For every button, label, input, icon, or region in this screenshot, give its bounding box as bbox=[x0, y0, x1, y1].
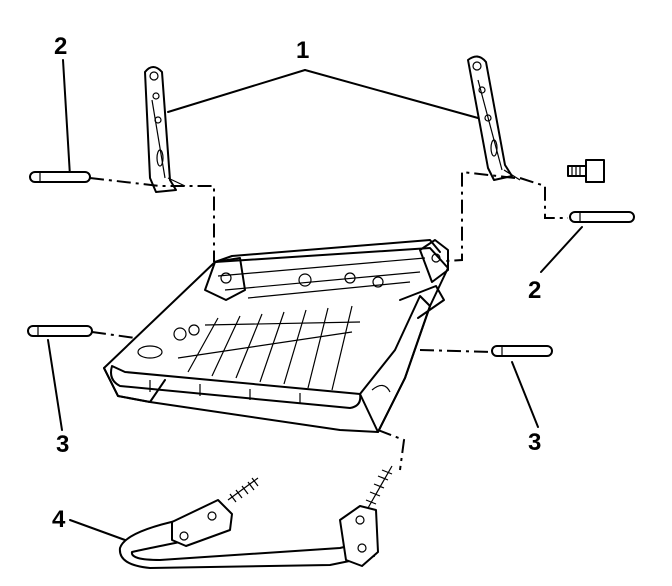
pin-3-left bbox=[27, 325, 93, 337]
leader-2-right bbox=[540, 226, 583, 273]
callout-2-left-label: 2 bbox=[54, 33, 67, 60]
callout-4-label: 4 bbox=[52, 506, 66, 533]
leader-3-left bbox=[47, 339, 63, 431]
right-hinge-bracket bbox=[467, 55, 521, 181]
bolt bbox=[567, 159, 605, 183]
cable-assembly bbox=[118, 465, 393, 569]
callout-2-right-label: 2 bbox=[528, 277, 541, 304]
pin-2-left bbox=[29, 171, 91, 183]
seat-frame bbox=[103, 239, 449, 433]
callout-1-label: 1 bbox=[296, 37, 309, 64]
callout-3-left-label: 3 bbox=[56, 431, 69, 458]
leader-2-left bbox=[62, 59, 71, 177]
pin-2-right bbox=[569, 211, 635, 223]
left-hinge-bracket bbox=[144, 66, 186, 193]
leader-lines bbox=[47, 59, 583, 541]
leader-1-left bbox=[167, 69, 306, 113]
callout-3-right-label: 3 bbox=[528, 429, 541, 456]
pin-3-right bbox=[491, 345, 553, 357]
leader-1-right bbox=[304, 69, 479, 119]
leader-4 bbox=[69, 519, 126, 541]
leader-3-right bbox=[511, 361, 539, 428]
